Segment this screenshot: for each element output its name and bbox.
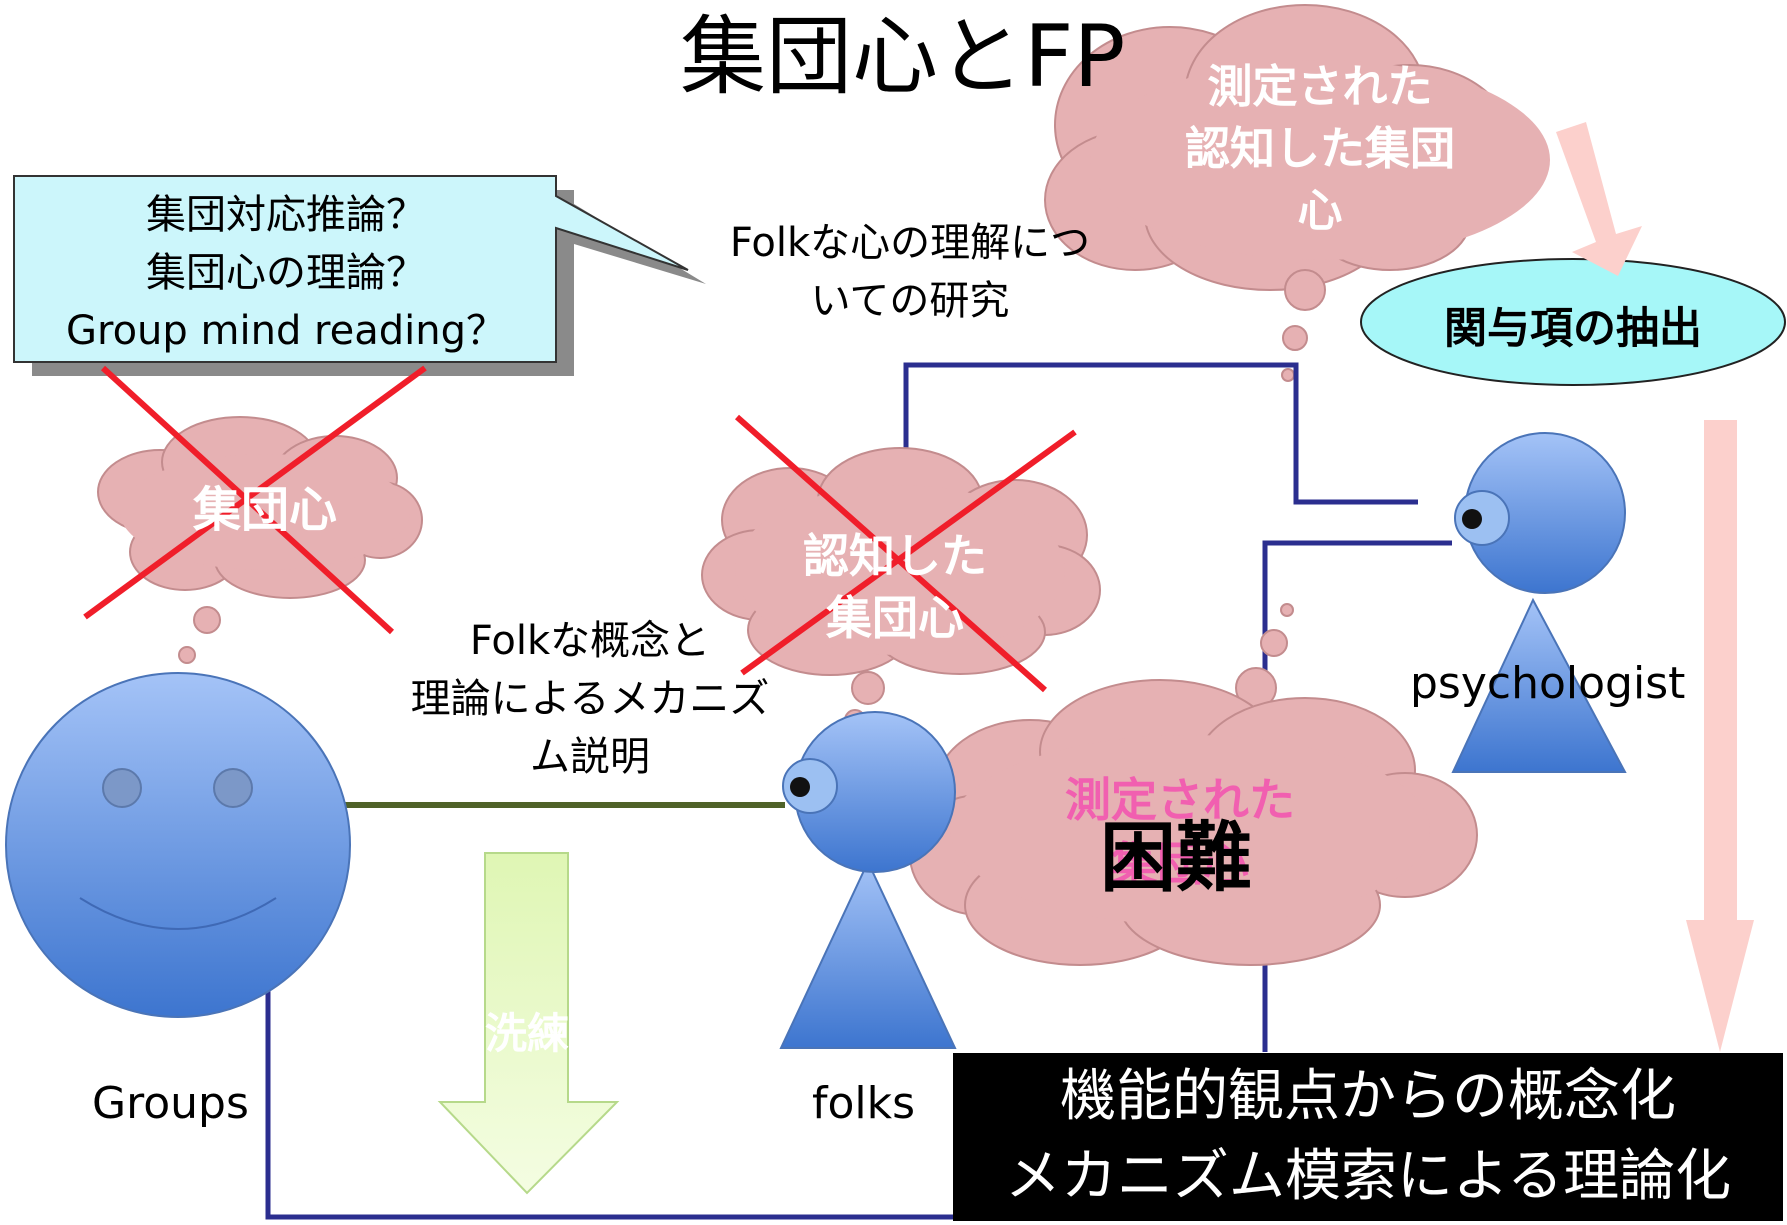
thought-bubble-psych-2 [1260, 629, 1288, 657]
mechanism-line-3: ム説明 [530, 734, 650, 780]
cloud-middle-line-2: 集団心 [1111, 837, 1249, 891]
pink-arrow-small [1556, 122, 1642, 276]
folks-figure [779, 711, 957, 1049]
cloud-top-text: 測定された 認知した集団 心 [1140, 56, 1500, 242]
groups-label: Groups [92, 1078, 249, 1129]
thought-bubble-top-1 [1284, 269, 1326, 311]
cloud-middle [909, 679, 1478, 966]
psychologist-figure [1451, 432, 1627, 773]
cloud-middle-text: 測定された 集団心 [1030, 768, 1330, 896]
difficulty-label: 困難 [1100, 813, 1252, 902]
thought-bubble-top-2 [1282, 325, 1308, 351]
conclusion-line-2: メカニズム模索による理論化 [1004, 1144, 1732, 1209]
psychologist-label: psychologist [1410, 658, 1686, 709]
extraction-ellipse [1360, 258, 1786, 386]
callout-line-2: 集団心の理論？ [146, 250, 426, 296]
mechanism-note: Folkな概念と 理論によるメカニズ ム説明 [395, 612, 785, 786]
cloud-folks-line-1: 認知した [803, 529, 987, 583]
mechanism-line-1: Folkな概念と [469, 618, 711, 664]
callout-text: 集団対応推論？ 集団心の理論？ Group mind reading？ [18, 186, 554, 360]
groups-face [5, 672, 351, 1018]
cloud-top-line-2: 認知した集団 [1184, 122, 1455, 175]
cloud-folks-text: 認知した 集団心 [765, 525, 1025, 649]
cloud-folks [701, 447, 1101, 676]
thought-bubble-groups-2 [178, 646, 196, 664]
page-title: 集団心とFP [680, 7, 1126, 107]
pink-arrow-long [1686, 420, 1754, 1052]
extraction-label: 関与項の抽出 [1444, 304, 1702, 354]
cloud-top [1044, 4, 1550, 291]
thought-bubble-folks-1 [851, 671, 885, 705]
cloud-groups-text: 集団心 [192, 482, 337, 538]
callout-line-3: Group mind reading？ [66, 308, 506, 354]
cloud-folks-line-2: 集団心 [826, 591, 964, 645]
thought-bubble-groups-1 [193, 606, 221, 634]
refine-label: 洗練 [485, 1009, 570, 1058]
thought-bubble-psych-1 [1280, 603, 1294, 617]
olive-arrow [292, 785, 785, 825]
thought-bubble-top-3 [1281, 368, 1295, 382]
cloud-top-line-3: 心 [1297, 184, 1343, 237]
conclusion-line-1: 機能的観点からの概念化 [1060, 1064, 1676, 1129]
red-cross-folks [735, 414, 1077, 693]
folk-research-note: Folkな心の理解につ いての研究 [690, 214, 1130, 330]
red-cross-groups [83, 365, 427, 635]
cloud-top-line-1: 測定された [1207, 60, 1433, 113]
cloud-middle-line-1: 測定された [1065, 773, 1295, 827]
folk-research-line-2: いての研究 [810, 278, 1010, 324]
conclusion-box: 機能的観点からの概念化 メカニズム模索による理論化 [953, 1053, 1783, 1221]
mechanism-line-2: 理論によるメカニズ [410, 676, 770, 722]
folk-research-line-1: Folkな心の理解につ [729, 220, 1091, 266]
folks-label: folks [812, 1078, 916, 1129]
callout-line-1: 集団対応推論？ [146, 192, 426, 238]
green-down-arrow [437, 852, 620, 1195]
speech-callout [13, 175, 706, 376]
